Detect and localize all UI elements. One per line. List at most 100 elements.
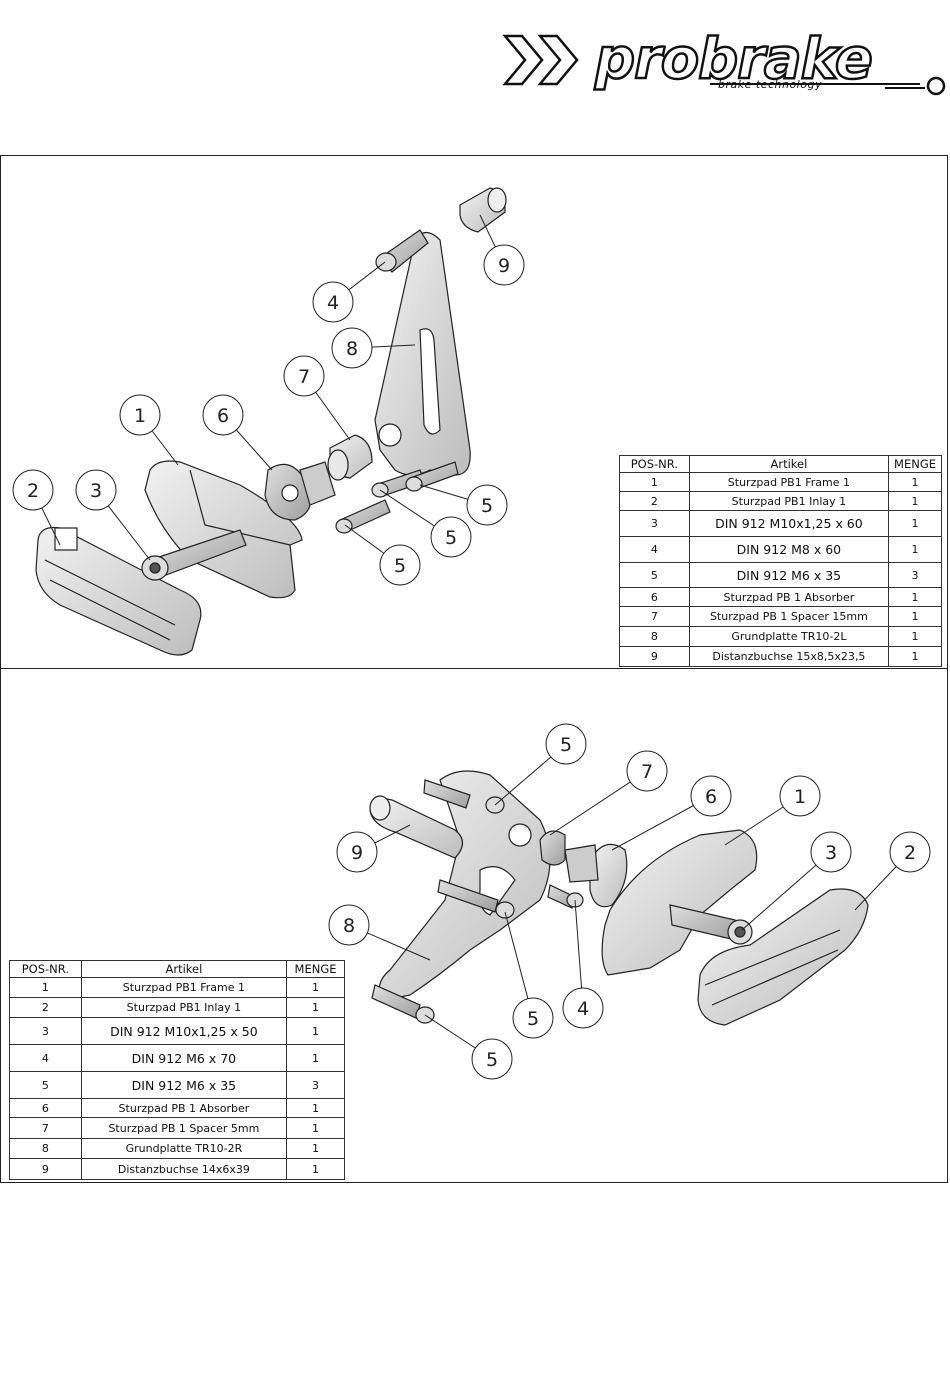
cell-pos: 9	[9, 1158, 82, 1180]
cell-menge: 1	[888, 587, 942, 607]
header-pos: POS-NR.	[619, 455, 690, 473]
brand-tagline: brake technology	[718, 78, 822, 91]
svg-text:2: 2	[27, 480, 39, 502]
callout-4-bottom	[562, 987, 604, 1029]
callout-5c-bottom	[471, 1038, 513, 1080]
cell-menge: 3	[286, 1071, 345, 1099]
callout-7-bottom	[626, 750, 668, 792]
cell-pos: 1	[9, 977, 82, 998]
svg-text:6: 6	[705, 786, 717, 808]
cell-pos: 6	[9, 1098, 82, 1118]
cell-artikel: DIN 912 M10x1,25 x 60	[688, 510, 890, 537]
cell-menge: 1	[286, 1117, 345, 1139]
cell-pos: 5	[619, 562, 690, 588]
cell-menge: 1	[286, 997, 345, 1018]
callout-3-bottom	[810, 831, 852, 873]
header-artikel: Artikel	[80, 960, 288, 978]
header-artikel: Artikel	[688, 455, 890, 473]
cell-menge: 1	[888, 536, 942, 563]
cell-artikel: DIN 912 M6 x 35	[80, 1071, 288, 1099]
part-absorber-bottom	[589, 843, 628, 908]
cell-pos: 2	[9, 997, 82, 1018]
callout-5a-bottom	[545, 723, 587, 765]
svg-text:4: 4	[327, 292, 339, 314]
cell-artikel: Sturzpad PB 1 Absorber	[688, 587, 890, 607]
svg-text:5: 5	[481, 495, 493, 517]
svg-text:5: 5	[486, 1049, 498, 1071]
cell-menge: 1	[888, 510, 942, 537]
cell-pos: 4	[9, 1044, 82, 1072]
cell-pos: 7	[9, 1117, 82, 1139]
cell-artikel: Sturzpad PB1 Frame 1	[80, 977, 288, 998]
section-divider	[0, 668, 948, 669]
callout-8-bottom	[328, 904, 370, 946]
cell-artikel: Sturzpad PB1 Frame 1	[688, 472, 890, 492]
cell-pos: 6	[619, 587, 690, 607]
cell-artikel: DIN 912 M6 x 35	[688, 562, 890, 588]
svg-text:2: 2	[904, 842, 916, 864]
part-screws-top	[335, 461, 459, 534]
svg-text:1: 1	[134, 405, 146, 427]
cell-menge: 1	[888, 626, 942, 647]
bottom-assembly	[369, 770, 869, 1026]
cell-menge: 1	[286, 1138, 345, 1159]
header-menge: MENGE	[286, 960, 345, 978]
svg-text:9: 9	[498, 255, 510, 277]
cell-artikel: Grundplatte TR10-2R	[80, 1138, 288, 1159]
cell-pos: 4	[619, 536, 690, 563]
part-frame-bottom	[601, 829, 758, 976]
svg-text:9: 9	[351, 842, 363, 864]
callout-3-top	[75, 469, 117, 511]
callout-5a-top	[466, 484, 508, 526]
cell-menge: 1	[888, 646, 942, 667]
part-inlay-top	[35, 526, 202, 656]
cell-pos: 1	[619, 472, 690, 492]
callout-9-top	[483, 244, 525, 286]
cell-artikel: Sturzpad PB 1 Absorber	[80, 1098, 288, 1118]
drawing-frame	[0, 155, 948, 1183]
cell-artikel: Grundplatte TR10-2L	[688, 626, 890, 647]
cell-artikel: Distanzbuchse 15x8,5x23,5	[688, 646, 890, 667]
callout-6-bottom	[690, 775, 732, 817]
cell-pos: 7	[619, 606, 690, 627]
svg-text:8: 8	[343, 915, 355, 937]
cell-artikel: DIN 912 M6 x 70	[80, 1044, 288, 1072]
callout-8-top	[331, 327, 373, 369]
svg-text:3: 3	[825, 842, 837, 864]
cell-artikel: Sturzpad PB1 Inlay 1	[80, 997, 288, 1018]
callout-2-top	[12, 469, 54, 511]
callout-1-bottom	[779, 775, 821, 817]
cell-artikel: Sturzpad PB1 Inlay 1	[688, 491, 890, 511]
callout-1-top	[119, 394, 161, 436]
cell-artikel: Sturzpad PB 1 Spacer 5mm	[80, 1117, 288, 1139]
cell-artikel: DIN 912 M8 x 60	[688, 536, 890, 563]
cell-pos: 8	[9, 1138, 82, 1159]
callout-7-top	[283, 355, 325, 397]
cell-pos: 9	[619, 646, 690, 667]
header-menge: MENGE	[888, 455, 942, 473]
callout-4-top	[312, 281, 354, 323]
callout-6-top	[202, 394, 244, 436]
cell-menge: 1	[888, 472, 942, 492]
cell-menge: 1	[286, 1017, 345, 1045]
svg-text:7: 7	[298, 366, 310, 388]
top-assembly	[35, 187, 507, 656]
cell-pos: 8	[619, 626, 690, 647]
table-header-row: POS-NR. Artikel MENGE	[619, 455, 942, 473]
